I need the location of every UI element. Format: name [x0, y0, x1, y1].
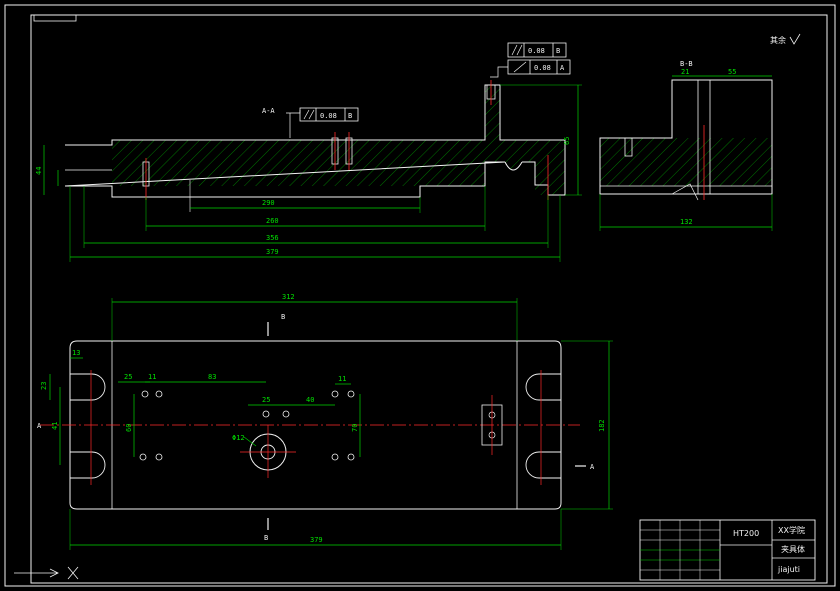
tb-school: XX学院 [778, 525, 805, 535]
tb-material: HT200 [733, 529, 759, 538]
roughness-symbol [789, 33, 801, 45]
dim-132: 132 [680, 218, 693, 226]
dim-44: 44 [35, 167, 43, 175]
hole-9 [262, 410, 270, 418]
tol1-value: 0.08 [320, 112, 337, 120]
tol2-value: 0.08 [528, 47, 545, 55]
dim-55: 55 [728, 68, 736, 76]
hole-5 [331, 390, 339, 398]
tol1-ref: B [348, 112, 352, 120]
dim-312: 312 [282, 293, 295, 301]
bb-hole [624, 137, 633, 157]
section-aa-view: A-A 0.08 B 0.08 B 0.08 A [35, 42, 582, 262]
b-label-bottom: B [264, 534, 268, 542]
a-label-left: A [37, 422, 42, 430]
tb-drawing-no: jiajuti [777, 565, 800, 574]
aa-leader [286, 110, 301, 138]
tol3-value: 0.08 [534, 64, 551, 72]
outer-border [4, 4, 836, 587]
aa-arc-relief [504, 161, 523, 171]
hole-7 [331, 453, 339, 461]
slot-right-top [525, 373, 561, 401]
bb-label: B-B [680, 60, 693, 68]
bb-v-mark [671, 183, 699, 201]
hole-3 [139, 453, 147, 461]
dim-12-dia: Φ12 [232, 434, 245, 442]
dim-25a: 25 [124, 373, 132, 381]
aa-label: A-A [262, 107, 275, 115]
dim-13: 13 [72, 349, 80, 357]
tb-part-name: 夹具体 [781, 544, 805, 554]
dim-25b: 25 [262, 396, 270, 404]
slot-right-bottom [525, 451, 561, 479]
title-block: HT200 XX学院 夹具体 jiajuti [639, 519, 816, 581]
hole-10 [282, 410, 290, 418]
dim-11b: 11 [338, 375, 346, 383]
dim-41: 41 [51, 422, 59, 430]
hole-1 [141, 390, 149, 398]
parallelism-icon-2 [511, 44, 523, 56]
dim-83: 83 [208, 373, 216, 381]
dia-leader [243, 436, 257, 447]
a-label-right: A [590, 463, 595, 471]
section-bb-view: B-B 21 55 132 [599, 60, 773, 231]
dim-65: 65 [563, 137, 571, 145]
tol2-ref: B [556, 47, 560, 55]
dim-260: 260 [266, 217, 279, 225]
hole-4 [155, 453, 163, 461]
slot-left-bottom [70, 451, 106, 479]
dim-182: 182 [598, 419, 606, 432]
tol-frame-1 [299, 107, 359, 122]
dim-290: 290 [262, 199, 275, 207]
dim-70: 70 [351, 424, 359, 432]
dim-40: 40 [306, 396, 314, 404]
parallelism-icon-1 [303, 109, 315, 120]
dim-356: 356 [266, 234, 279, 242]
surface-roughness-note: 其余 [770, 35, 786, 45]
plan-outline [69, 340, 562, 510]
dim-11a: 11 [148, 373, 156, 381]
bb-hatch-area [600, 138, 772, 186]
ucs-x-axis [14, 568, 59, 578]
dim-379-bot: 379 [310, 536, 323, 544]
tol-frame-2 [507, 42, 567, 58]
tol3-ref: A [560, 64, 565, 72]
dim-23: 23 [40, 382, 48, 390]
dim-21: 21 [681, 68, 689, 76]
hole-8 [347, 453, 355, 461]
ucs-x-mark [67, 566, 79, 580]
ucs-icon [14, 566, 79, 580]
b-label-top: B [281, 313, 285, 321]
hole-6 [347, 390, 355, 398]
perpendicular-icon [513, 61, 527, 73]
slot-left-top [70, 373, 106, 401]
hole-2 [155, 390, 163, 398]
dim-379-top: 379 [266, 248, 279, 256]
dim-60: 60 [125, 424, 133, 432]
plan-view: B B A A 312 379 182 25 11 83 11 [37, 293, 613, 550]
inner-border [30, 14, 828, 584]
tol-leader-2 [490, 66, 508, 78]
corner-mark-top [33, 14, 77, 22]
